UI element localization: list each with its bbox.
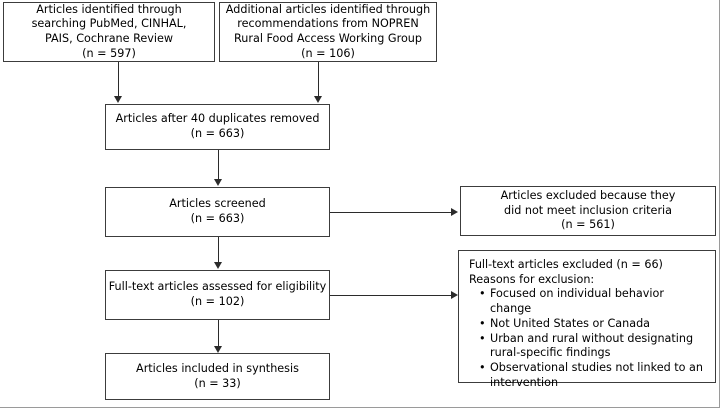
connector-fulltext-to-included (218, 320, 219, 347)
box-line: Articles excluded because they (500, 189, 676, 203)
box-fulltext-articles-excluded-reasons: Full-text articles excluded (n = 66) Rea… (458, 250, 716, 389)
box-articles-screened: Articles screened (n = 663) (105, 187, 330, 237)
box-count: (n = 33) (194, 376, 241, 390)
box-fulltext-articles-assessed: Full-text articles assessed for eligibil… (105, 270, 330, 320)
arrowhead-recommendations-to-duplicates (314, 96, 322, 103)
box-line: PAIS, Cochrane Review (45, 32, 173, 45)
box-additional-articles-recommendations: Additional articles identified through r… (219, 2, 437, 62)
box-count: (n = 663) (190, 127, 245, 140)
arrowhead-search-to-duplicates (114, 96, 122, 103)
box-line: Articles identified through (36, 2, 182, 16)
connector-screened-to-excluded (330, 212, 451, 213)
box-count: (n = 106) (301, 46, 355, 60)
box-line: Additional articles identified through (225, 2, 431, 16)
connector-screened-to-fulltext (218, 237, 219, 263)
exclusion-reason-item: Focused on individual behavior change (479, 287, 707, 317)
box-count: (n = 663) (190, 212, 245, 225)
box-count: (n = 102) (190, 295, 245, 308)
box-line: recommendations from NOPREN (237, 17, 419, 31)
connector-recommendations-to-duplicates (318, 62, 319, 97)
exclusion-reason-item: Not United States or Canada (479, 317, 707, 332)
excluded-subheading: Reasons for exclusion: (469, 272, 595, 286)
connector-duplicates-to-screened (218, 150, 219, 180)
box-articles-included-in-synthesis: Articles included in synthesis (n = 33) (105, 353, 330, 400)
connector-fulltext-to-excluded (330, 295, 451, 296)
box-line: Articles screened (169, 197, 266, 211)
box-count: (n = 561) (561, 218, 615, 232)
box-articles-after-duplicates-removed: Articles after 40 duplicates removed (n … (105, 104, 330, 150)
box-line: Rural Food Access Working Group (234, 32, 422, 45)
box-line: Articles after 40 duplicates removed (115, 112, 320, 126)
connector-search-to-duplicates (118, 62, 119, 97)
arrowhead-fulltext-to-included (214, 346, 222, 353)
excluded-heading: Full-text articles excluded (n = 66) (469, 258, 663, 271)
exclusion-reason-item: Observational studies not linked to an i… (479, 361, 707, 391)
box-line: Full-text articles assessed for eligibil… (108, 280, 327, 294)
box-articles-identified-search: Articles identified through searching Pu… (3, 2, 215, 62)
exclusion-reason-item: Urban and rural without designating rura… (479, 332, 707, 362)
arrowhead-fulltext-to-excluded (451, 291, 458, 299)
arrowhead-duplicates-to-screened (214, 179, 222, 186)
arrowhead-screened-to-excluded (451, 208, 458, 216)
box-line: did not meet inclusion criteria (503, 203, 673, 217)
box-articles-excluded-inclusion-criteria: Articles excluded because they did not m… (460, 186, 716, 236)
box-count: (n = 597) (82, 46, 136, 60)
arrowhead-screened-to-fulltext (214, 262, 222, 269)
box-line: searching PubMed, CINHAL, (31, 17, 187, 31)
box-line: Articles included in synthesis (136, 361, 299, 375)
exclusion-reasons-list: Focused on individual behavior change No… (469, 287, 707, 391)
